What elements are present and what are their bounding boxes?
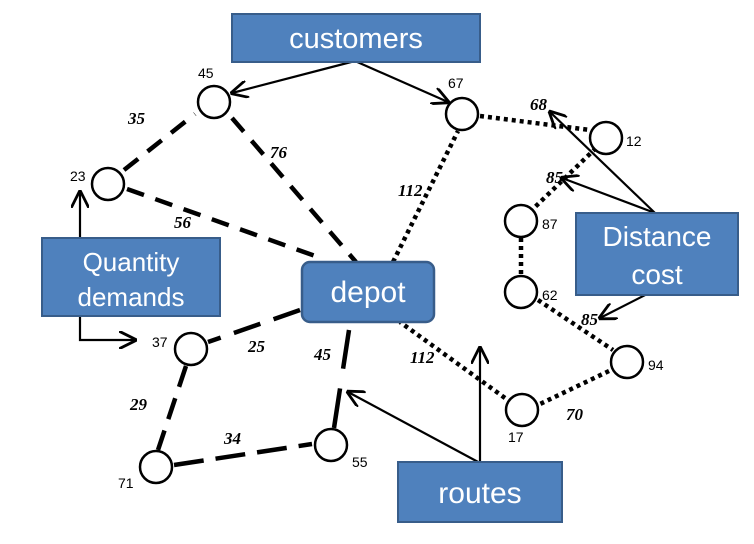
node-67	[444, 96, 480, 132]
edge-label-112-top: 112	[398, 181, 423, 200]
edge-94-17	[539, 368, 610, 407]
box-distance-line1: Distance	[603, 221, 712, 252]
customer-nodes	[90, 84, 645, 485]
edge-label-25: 25	[247, 337, 266, 356]
edge-37-71	[155, 365, 189, 451]
edge-71-55	[173, 441, 313, 468]
box-routes-text: routes	[438, 477, 521, 510]
edge-label-29: 29	[129, 395, 148, 414]
box-quantity-line2: demands	[78, 282, 185, 312]
edge-depot-67	[390, 129, 461, 264]
arrow-distance-68	[550, 112, 656, 214]
arrow-customers-45	[232, 59, 356, 93]
node-label-23: 23	[70, 168, 86, 184]
node-labels: 45 67 12 23 87 62 37 94 17 71 55	[70, 65, 664, 491]
arrow-quantity-37	[78, 316, 135, 340]
node-label-17: 17	[508, 429, 524, 445]
node-45	[196, 84, 232, 120]
edge-depot-37	[207, 307, 301, 345]
edge-label-76: 76	[270, 143, 288, 162]
edge-12-87	[533, 146, 598, 209]
edge-23-45	[122, 112, 197, 172]
edge-label-34: 34	[223, 429, 241, 448]
box-routes: routes	[397, 461, 563, 523]
arrow-customers-67	[354, 59, 448, 102]
node-label-12: 12	[626, 133, 642, 149]
edge-label-70: 70	[566, 405, 584, 424]
node-label-37: 37	[152, 334, 168, 350]
edge-23-depot	[126, 186, 319, 260]
node-37	[173, 331, 209, 367]
edge-62-94	[536, 298, 615, 352]
edge-67-12	[479, 113, 591, 133]
node-label-67: 67	[448, 75, 464, 91]
edge-label-85-upper: 85	[546, 168, 564, 187]
box-depot: depot	[300, 260, 436, 324]
edge-label-35: 35	[127, 109, 146, 128]
edge-45-depot	[230, 116, 358, 264]
edge-label-56: 56	[174, 213, 192, 232]
edge-55-depot	[331, 329, 352, 429]
node-71	[138, 449, 174, 485]
route-dashed-2	[155, 307, 352, 468]
node-label-87: 87	[542, 216, 558, 232]
box-distance-cost: Distance cost	[575, 212, 739, 296]
arrow-routes-depot	[348, 392, 481, 464]
node-label-45: 45	[198, 65, 214, 81]
arrow-distance-85a	[562, 178, 656, 215]
edge-17-depot	[398, 320, 507, 400]
node-label-55: 55	[352, 454, 368, 470]
box-quantity-line1: Quantity	[83, 247, 180, 277]
edge-label-112-bottom: 112	[410, 348, 435, 367]
box-customers-text: customers	[289, 23, 423, 55]
edge-label-45: 45	[313, 345, 332, 364]
node-94	[609, 344, 645, 380]
node-label-62: 62	[542, 287, 558, 303]
edge-label-68: 68	[530, 95, 548, 114]
edge-labels: 35 76 56 112 68 85 85 25 45 112 29 34 70	[127, 95, 599, 448]
box-depot-text: depot	[330, 276, 406, 309]
node-55	[313, 427, 349, 463]
node-17	[504, 392, 540, 428]
node-87	[503, 203, 539, 239]
edge-label-85-lower: 85	[581, 310, 599, 329]
node-12	[588, 120, 624, 156]
route-dashed-1	[122, 112, 358, 264]
box-customers: customers	[231, 13, 481, 63]
node-62	[503, 274, 539, 310]
node-23	[90, 166, 126, 202]
node-label-71: 71	[118, 475, 134, 491]
box-quantity-demands: Quantity demands	[41, 237, 221, 317]
node-label-94: 94	[648, 357, 664, 373]
box-distance-line2: cost	[631, 259, 683, 290]
